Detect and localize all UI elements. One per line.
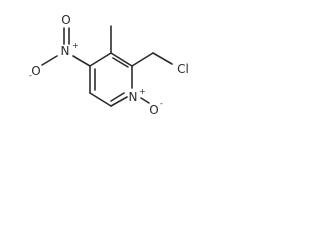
charge-nitro-n: + [72, 41, 79, 50]
bond-n-oxide [140, 97, 150, 104]
charge-nitro-o-left: - [29, 71, 32, 80]
bond-c3-c2 [110, 52, 133, 67]
atom-nitro-o-left: O [31, 64, 40, 78]
bond-no2-o-left [41, 55, 58, 66]
atom-nitro-o-top: O [61, 13, 70, 27]
bond-n1-c6 [110, 96, 128, 107]
bond-ch2-cl [152, 52, 173, 65]
chemical-structure-diagram: O N + O - Cl N + O - [29, 13, 189, 117]
bond-n1-c6-double [110, 92, 125, 102]
bond-c3-c2-double [112, 57, 129, 68]
bond-c4-c3 [89, 52, 112, 67]
bond-c4-no2 [72, 55, 91, 67]
atom-nitro-n: N [61, 44, 70, 58]
bond-c2-ch2 [131, 52, 154, 67]
atom-ring-n: N [129, 90, 138, 104]
charge-n-oxide-o: - [160, 99, 163, 108]
atom-chlorine: Cl [177, 62, 189, 76]
atom-n-oxide-o: O [149, 103, 158, 117]
charge-ring-n: + [139, 87, 146, 96]
bond-c6-c5 [89, 92, 112, 107]
